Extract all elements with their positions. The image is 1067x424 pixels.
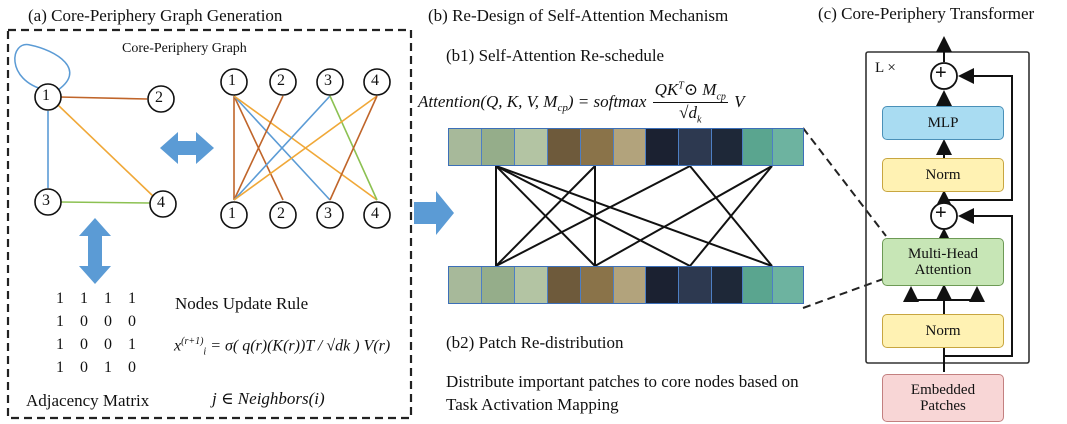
b1-label: (b1) Self-Attention Re-schedule <box>446 46 665 65</box>
node-4 <box>149 190 177 218</box>
node-2-label: 2 <box>155 89 163 106</box>
left-graph-edges <box>14 43 155 204</box>
bottom-node-4: 4 <box>371 205 379 222</box>
top-node-2: 2 <box>277 72 285 89</box>
update-rule-formula: x(r+1)i = σ( q(r)(K(r))T / √dk ) V(r) <box>174 336 391 358</box>
repeat-label: L × <box>875 60 896 76</box>
matrix-row-2: 1 0 0 0 <box>56 313 136 330</box>
bottom-node-3: 3 <box>324 205 332 222</box>
double-arrow-horizontal <box>160 132 214 164</box>
b2-desc-line1: Distribute important patches to core nod… <box>446 372 799 391</box>
top-node-3: 3 <box>324 72 332 89</box>
edge-1-4 <box>57 104 155 198</box>
panel-b-title: (b) Re-Design of Self-Attention Mechanis… <box>428 6 729 25</box>
node-1-label: 1 <box>42 87 50 104</box>
attention-fraction: QKT⊙ Mcp √dk <box>652 80 728 126</box>
mlp-block: MLP <box>882 106 1004 140</box>
update-rule-label: Nodes Update Rule <box>175 294 309 313</box>
node-2 <box>147 85 175 113</box>
double-arrow-vertical <box>79 218 111 284</box>
graph-label: Core-Periphery Graph <box>122 41 247 56</box>
panel-a-title: (a) Core-Periphery Graph Generation <box>28 6 283 25</box>
patch-row-top <box>448 128 804 166</box>
bottom-node-1: 1 <box>228 205 236 222</box>
norm-bottom-label: Norm <box>925 323 961 339</box>
b2-desc-line2: Task Activation Mapping <box>446 395 619 414</box>
patch-row-bottom <box>448 266 804 304</box>
edge-3-4 <box>59 201 151 204</box>
zoom-line-bottom <box>802 277 887 309</box>
bipartite-edges <box>233 95 378 201</box>
norm-top-label: Norm <box>925 167 961 183</box>
bottom-node-2: 2 <box>277 205 285 222</box>
b2-label: (b2) Patch Re-distribution <box>446 333 624 352</box>
node-3-label: 3 <box>42 192 50 209</box>
panel-c-title: (c) Core-Periphery Transformer <box>818 4 1035 23</box>
matrix-row-1: 1 1 1 1 <box>56 290 136 307</box>
residual-add-bottom <box>930 202 958 230</box>
matrix-row-4: 1 0 1 0 <box>56 359 136 376</box>
top-node-4: 4 <box>371 72 379 89</box>
panel-c-frame <box>865 51 1030 364</box>
residual-add-top <box>930 62 958 90</box>
norm-top-block: Norm <box>882 158 1004 192</box>
self-loop-edge <box>14 43 71 93</box>
plus-bottom: + <box>935 202 947 224</box>
left-graph-nodes <box>34 83 177 218</box>
panel-a-frame <box>6 28 413 420</box>
attention-formula: Attention(Q, K, V, Mcp) = softmax QKT⊙ M… <box>418 80 745 126</box>
plus-top: + <box>935 62 947 84</box>
arrow-to-panel-b <box>414 191 454 235</box>
top-node-1: 1 <box>228 72 236 89</box>
zoom-line-top <box>802 127 887 237</box>
matrix-label: Adjacency Matrix <box>26 391 150 410</box>
node-3 <box>34 188 62 216</box>
matrix-row-3: 1 0 0 1 <box>56 336 136 353</box>
norm-bottom-block: Norm <box>882 314 1004 348</box>
node-1 <box>34 83 62 111</box>
mlp-label: MLP <box>927 115 959 131</box>
neighbors-text: j ∈ Neighbors(i) <box>212 389 325 408</box>
patch-connections <box>495 165 773 267</box>
edge-1-2 <box>58 96 148 100</box>
bipartite-nodes <box>220 68 391 229</box>
node-4-label: 4 <box>157 194 165 211</box>
adjacency-matrix: 1 1 1 1 1 0 0 0 1 0 0 1 1 0 1 0 <box>56 290 136 382</box>
